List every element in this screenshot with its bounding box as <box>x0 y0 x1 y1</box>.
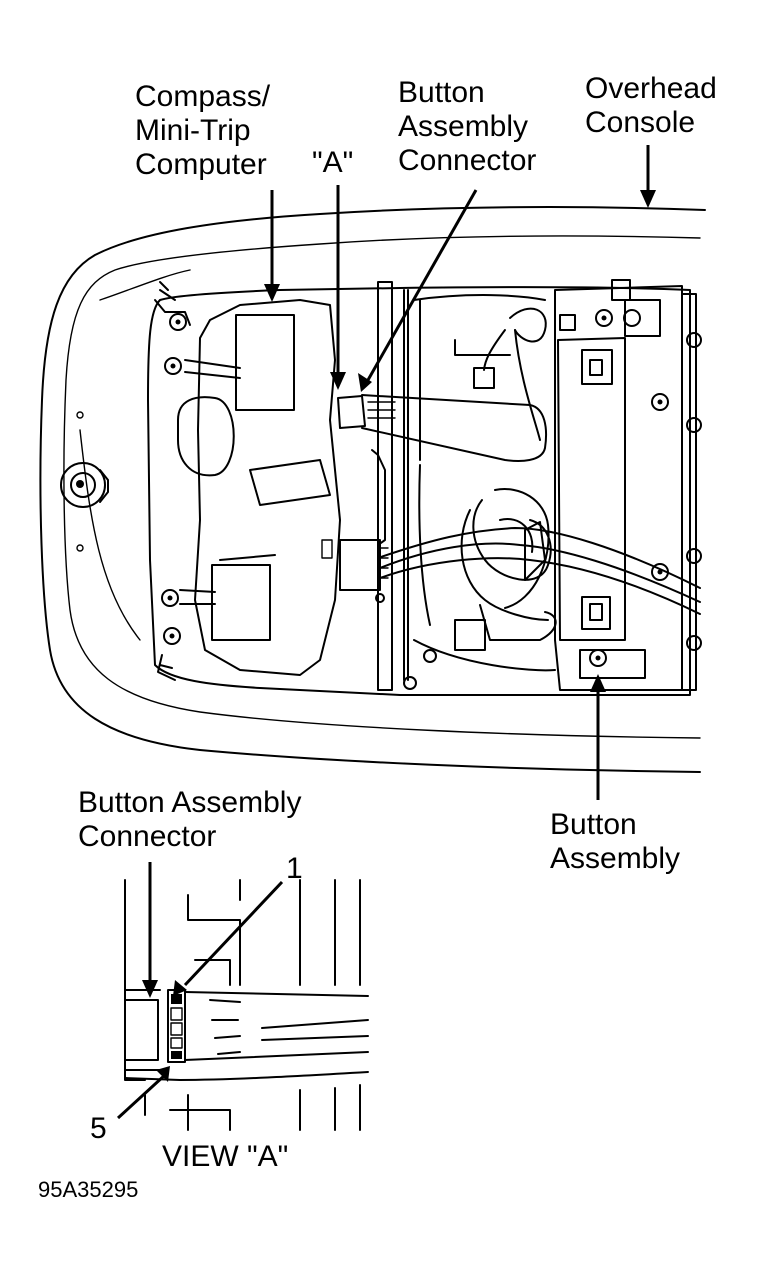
console-inner-rim <box>63 235 701 739</box>
console-outer-shell <box>39 206 706 773</box>
compass-module <box>194 299 341 676</box>
label-view-a-caption: VIEW "A" <box>162 1140 289 1173</box>
label-overhead-console: Overhead Console <box>585 72 717 139</box>
stud-left <box>60 462 109 508</box>
label-view-a-marker: "A" <box>312 146 354 179</box>
button-assembly-connector <box>337 395 366 429</box>
leader-arrows <box>264 145 656 800</box>
label-pin-1: 1 <box>286 852 303 885</box>
figure-code: 95A35295 <box>38 1177 139 1202</box>
button-assembly-housing <box>554 285 683 691</box>
label-compass-mini-trip-computer: Compass/ Mini-Trip Computer <box>135 80 271 181</box>
label-pin-5: 5 <box>90 1112 107 1145</box>
view-a-detail <box>116 862 369 1131</box>
screws <box>161 309 669 690</box>
label-detail-button-assembly-connector: Button Assembly Connector <box>78 786 302 853</box>
wire-harness <box>379 542 701 603</box>
label-button-assembly: Button Assembly <box>550 808 681 875</box>
label-button-assembly-connector: Button Assembly Connector <box>398 76 537 177</box>
